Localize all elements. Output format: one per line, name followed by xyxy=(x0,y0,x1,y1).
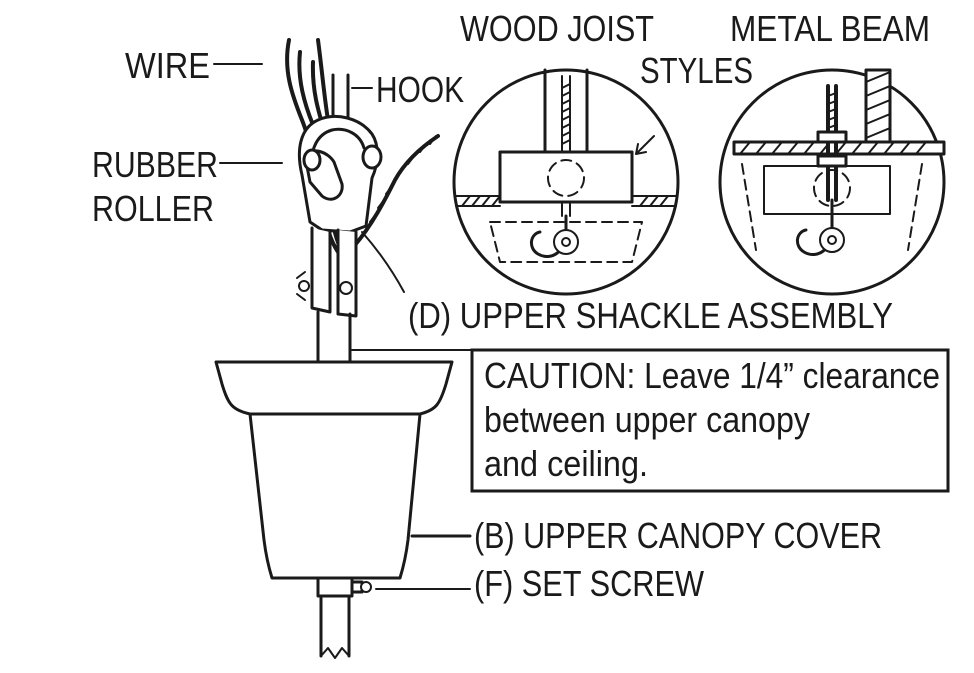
metal-beam-detail-drawing xyxy=(718,68,946,296)
set-screw-collar-drawing xyxy=(316,576,372,598)
metal-beam-label: METAL BEAM xyxy=(730,8,930,49)
styles-label: STYLES xyxy=(640,50,753,91)
rubber-roller-label-line1: RUBBER xyxy=(92,144,218,185)
wire-label: WIRE xyxy=(125,45,210,86)
caution-box xyxy=(470,348,950,493)
wood-joist-label: WOOD JOIST xyxy=(460,8,654,49)
canopy-cover-drawing xyxy=(214,360,454,580)
upper-shackle-assembly-label: (D) UPPER SHACKLE ASSEMBLY xyxy=(408,295,893,336)
set-screw-label: (F) SET SCREW xyxy=(474,563,704,604)
hook-label: HOOK xyxy=(376,69,464,110)
caution-line-2: between upper canopy xyxy=(484,399,810,440)
caution-line-1: CAUTION: Leave 1/4” clearance xyxy=(484,355,940,396)
downrod-lower xyxy=(319,594,351,659)
shackle-assembly-drawing xyxy=(296,115,405,318)
downrod-upper xyxy=(316,310,352,364)
upper-canopy-cover-label: (B) UPPER CANOPY COVER xyxy=(474,515,882,556)
rubber-roller-label-line2: ROLLER xyxy=(92,188,214,229)
caution-line-3: and ceiling. xyxy=(484,443,648,484)
wood-joist-detail-drawing xyxy=(452,68,680,296)
